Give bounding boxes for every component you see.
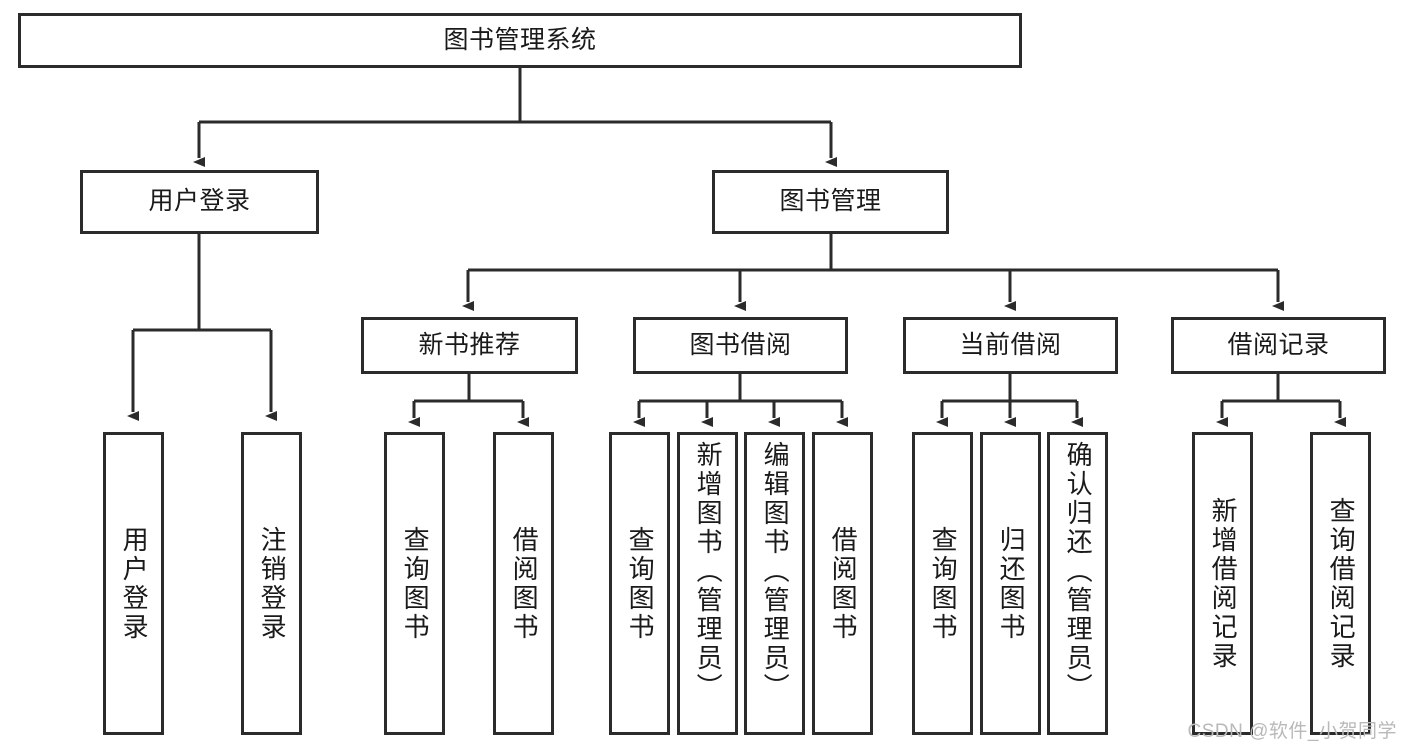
node-leaf-borrow-book-1[interactable]: 借阅图书 (493, 432, 554, 735)
node-leaf-borrow-book-1-label: 借阅图书 (509, 525, 540, 642)
node-current-borrow-label: 当前借阅 (959, 330, 1062, 359)
node-current-borrow[interactable]: 当前借阅 (903, 317, 1118, 374)
node-new-book-recommend-label: 新书推荐 (418, 330, 521, 359)
node-leaf-logout[interactable]: 注销登录 (241, 432, 302, 735)
node-leaf-borrow-book-2[interactable]: 借阅图书 (812, 432, 873, 735)
node-leaf-edit-book-label: 编辑图书（管理员） (760, 441, 791, 702)
node-leaf-query-book-2[interactable]: 查询图书 (609, 432, 670, 735)
node-leaf-query-book-3[interactable]: 查询图书 (912, 432, 973, 735)
node-leaf-confirm-return[interactable]: 确认归还（管理员） (1047, 432, 1108, 735)
node-leaf-return-book-label: 归还图书 (996, 525, 1027, 642)
node-book-manage-label: 图书管理 (779, 187, 882, 216)
node-leaf-query-book-1-label: 查询图书 (400, 525, 431, 642)
node-leaf-logout-label: 注销登录 (257, 525, 288, 642)
node-leaf-borrow-book-2-label: 借阅图书 (828, 525, 859, 642)
node-borrow-record-label: 借阅记录 (1227, 330, 1330, 359)
node-leaf-query-book-3-label: 查询图书 (928, 525, 959, 642)
watermark: CSDN @软件_小贺同学 (1187, 721, 1397, 742)
node-root[interactable]: 图书管理系统 (18, 13, 1022, 68)
node-user-login-label: 用户登录 (148, 187, 251, 216)
node-leaf-add-book[interactable]: 新增图书（管理员） (677, 432, 738, 735)
node-leaf-login[interactable]: 用户登录 (103, 432, 164, 735)
node-leaf-add-record[interactable]: 新增借阅记录 (1192, 432, 1253, 735)
node-leaf-query-record[interactable]: 查询借阅记录 (1310, 432, 1371, 735)
node-leaf-query-book-2-label: 查询图书 (625, 525, 656, 642)
node-leaf-query-record-label: 查询借阅记录 (1326, 496, 1357, 671)
node-leaf-add-record-label: 新增借阅记录 (1208, 496, 1239, 671)
node-leaf-return-book[interactable]: 归还图书 (980, 432, 1041, 735)
node-root-label: 图书管理系统 (443, 25, 597, 54)
node-leaf-add-book-label: 新增图书（管理员） (693, 441, 724, 702)
node-book-manage[interactable]: 图书管理 (712, 170, 949, 234)
node-leaf-confirm-return-label: 确认归还（管理员） (1063, 441, 1094, 702)
node-user-login[interactable]: 用户登录 (80, 170, 319, 234)
node-book-borrow[interactable]: 图书借阅 (633, 317, 848, 374)
node-borrow-record[interactable]: 借阅记录 (1171, 317, 1386, 374)
node-book-borrow-label: 图书借阅 (689, 330, 792, 359)
node-leaf-edit-book[interactable]: 编辑图书（管理员） (744, 432, 805, 735)
node-leaf-query-book-1[interactable]: 查询图书 (384, 432, 445, 735)
node-leaf-login-label: 用户登录 (119, 525, 150, 642)
node-new-book-recommend[interactable]: 新书推荐 (361, 317, 578, 374)
